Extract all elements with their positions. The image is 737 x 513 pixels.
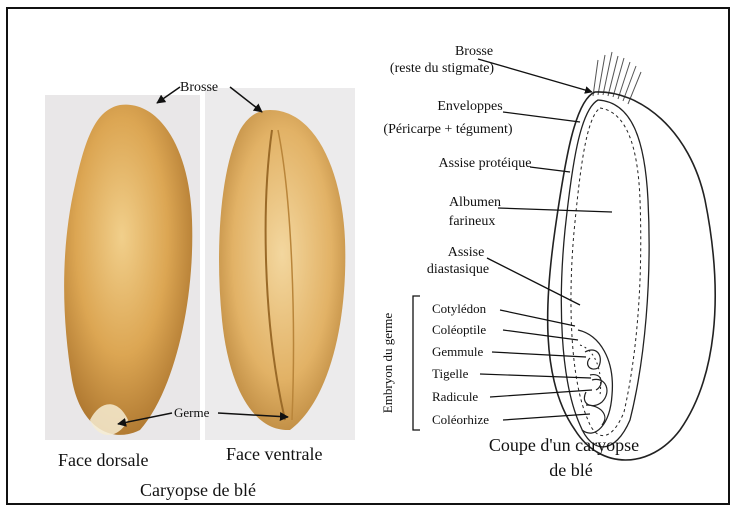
label-embryon-du-germe: Embryon du germe [380,313,395,414]
pointer-tigelle [480,374,591,378]
label-radicule: Radicule [432,389,478,404]
caption-face-ventrale: Face ventrale [226,444,322,464]
caption-caryopse: Caryopse de blé [140,480,256,500]
brush-hairs [593,52,641,104]
label-albumen-sub: farineux [449,214,496,229]
pointer-coleoptile [503,330,578,340]
label-cotyledon: Cotylédon [432,301,487,316]
label-germe: Germe [174,405,210,420]
label-brosse-right-sub: (reste du stigmate) [390,61,495,76]
label-enveloppes: Enveloppes [437,99,502,114]
pointer-radicule [490,390,592,397]
label-enveloppes-sub: (Péricarpe + tégument) [383,122,513,137]
pointer-brosse [478,59,592,92]
caption-coupe-line2: de blé [549,460,592,480]
label-assise-diastasique-sub: diastasique [427,262,489,277]
label-assise-diastasique: Assise [448,245,485,260]
caption-coupe-line1: Coupe d'un caryopse [489,435,639,455]
pointer-enveloppes [503,112,580,122]
pointer-cotyledon [500,310,575,326]
label-coleorhize: Coléorhize [432,412,489,427]
label-gemmule: Gemmule [432,344,483,359]
label-tigelle: Tigelle [432,366,469,381]
label-albumen: Albumen [449,195,501,210]
label-coleoptile: Coléoptile [432,322,486,337]
pointer-albumen [498,208,612,212]
pointer-assise-diastasique [487,258,580,305]
caption-face-dorsale: Face dorsale [58,450,148,470]
caryopsis-section-drawing [548,52,716,460]
embryo-bracket [413,296,420,430]
label-brosse-left: Brosse [180,80,218,95]
label-assise-proteique: Assise protéique [439,156,532,171]
label-brosse-right: Brosse [455,44,493,59]
pointer-gemmule [492,352,586,357]
